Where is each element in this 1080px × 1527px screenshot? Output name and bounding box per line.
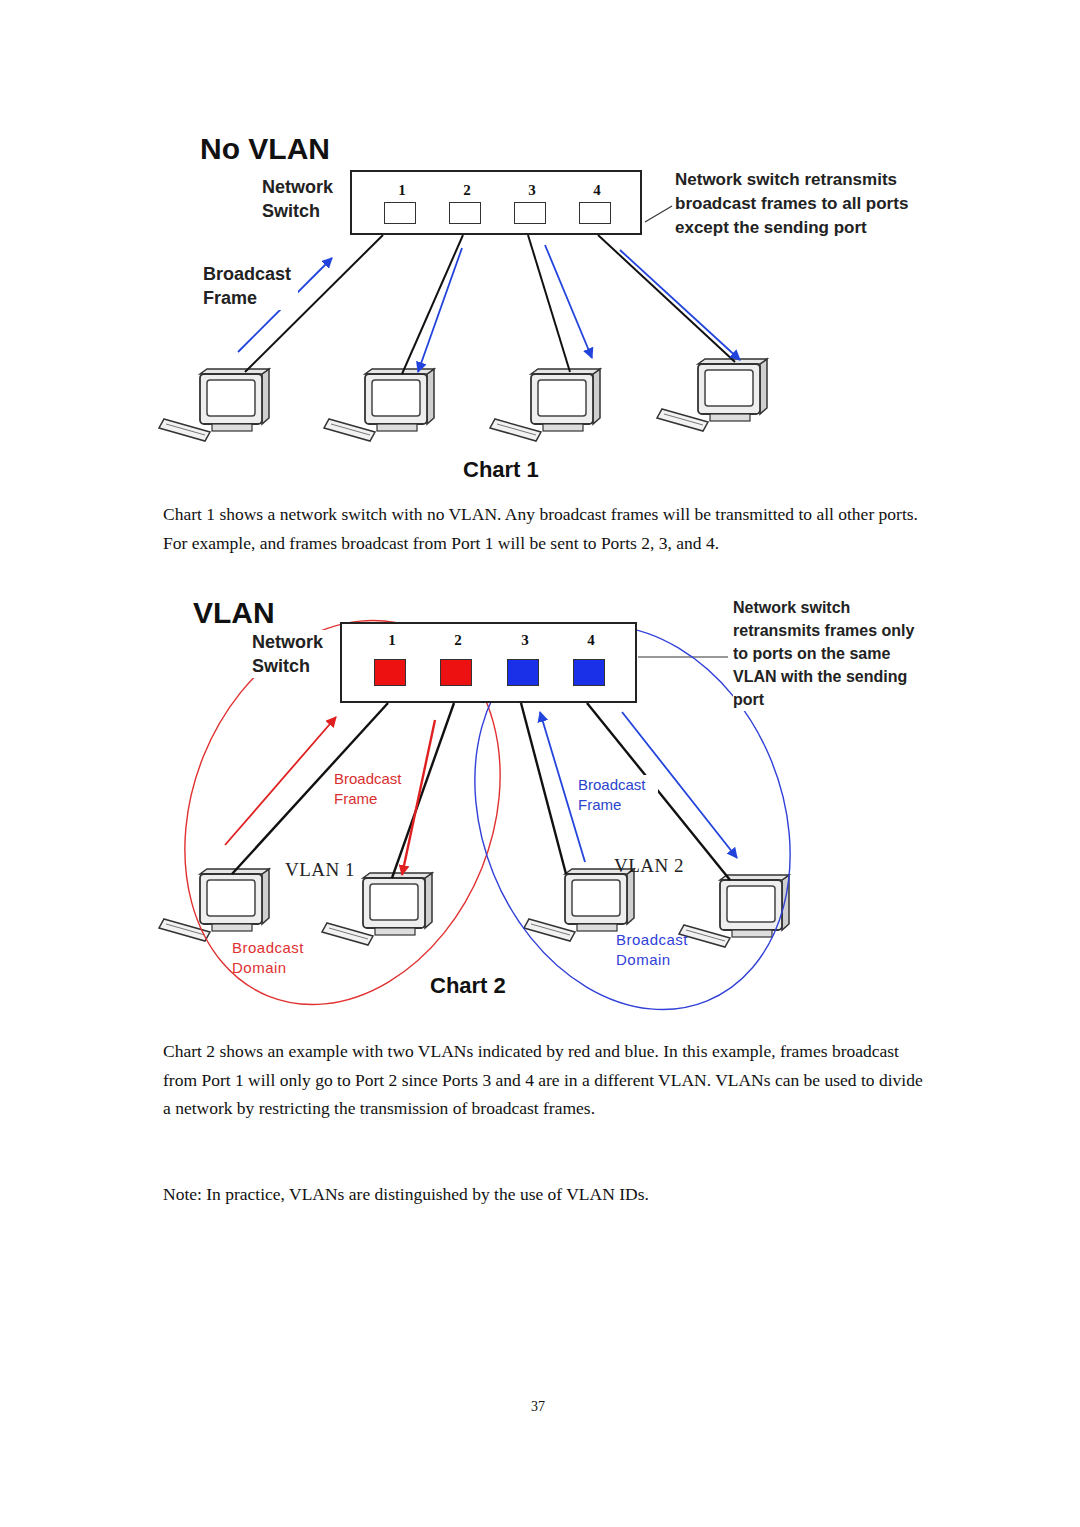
switch-port: 4 bbox=[579, 180, 615, 224]
broadcast-arrow bbox=[418, 248, 462, 372]
broadcast-arrow bbox=[620, 250, 740, 360]
switch-port: 2 bbox=[440, 630, 476, 686]
domain-label: Broadcast Domain bbox=[232, 938, 314, 978]
computer-icon bbox=[524, 869, 634, 941]
network-cable bbox=[521, 703, 566, 874]
arrow-label: Broadcast Frame bbox=[203, 262, 298, 310]
network-cable bbox=[402, 235, 463, 374]
arrow-label: Broadcast Frame bbox=[334, 769, 414, 809]
port-square bbox=[440, 659, 472, 686]
port-number: 4 bbox=[579, 180, 615, 200]
computer-icon bbox=[657, 359, 767, 431]
broadcast-arrow bbox=[545, 245, 592, 358]
computer-icon bbox=[322, 873, 432, 945]
port-square bbox=[374, 659, 406, 686]
body-paragraph: Chart 2 shows an example with two VLANs … bbox=[163, 1037, 923, 1123]
vlan-name: VLAN 2 bbox=[614, 856, 714, 876]
network-switch: Network Switch1234 bbox=[350, 170, 642, 235]
switch-port: 3 bbox=[507, 630, 543, 686]
port-number: 3 bbox=[514, 180, 550, 200]
switch-heading: Network Switch bbox=[252, 630, 334, 678]
switch-port: 1 bbox=[374, 630, 410, 686]
port-number: 2 bbox=[440, 630, 476, 650]
callout-note: Network switch retransmits broadcast fra… bbox=[675, 168, 915, 240]
port-square bbox=[507, 659, 539, 686]
callout-note: Network switch retransmits frames only t… bbox=[733, 596, 918, 711]
port-number: 4 bbox=[573, 630, 609, 650]
broadcast-arrow bbox=[225, 717, 336, 845]
network-switch: Network Switch1234 bbox=[340, 622, 637, 703]
chart-heading: No VLAN bbox=[200, 130, 330, 168]
leader-line bbox=[638, 656, 728, 657]
arrow-label: Broadcast Frame bbox=[578, 775, 658, 815]
port-square bbox=[384, 202, 416, 224]
switch-port: 4 bbox=[573, 630, 609, 686]
port-number: 3 bbox=[507, 630, 543, 650]
note-text: Note: In practice, VLANs are distinguish… bbox=[163, 1180, 923, 1209]
chart-heading: VLAN bbox=[193, 594, 275, 632]
chart-caption: Chart 1 bbox=[463, 456, 539, 484]
computer-icon bbox=[324, 369, 434, 441]
computer-icon bbox=[490, 369, 600, 441]
port-square bbox=[514, 202, 546, 224]
port-number: 1 bbox=[384, 180, 420, 200]
page-number: 37 bbox=[531, 1398, 545, 1416]
switch-port: 3 bbox=[514, 180, 550, 224]
computer-icon bbox=[159, 869, 269, 941]
body-paragraph: Chart 1 shows a network switch with no V… bbox=[163, 500, 923, 557]
port-square bbox=[449, 202, 481, 224]
network-cable bbox=[598, 235, 735, 362]
port-square bbox=[579, 202, 611, 224]
chart-caption: Chart 2 bbox=[430, 972, 506, 1000]
computer-icon bbox=[159, 369, 269, 441]
port-number: 1 bbox=[374, 630, 410, 650]
domain-ellipse bbox=[129, 573, 555, 1053]
switch-heading: Network Switch bbox=[262, 175, 344, 223]
port-square bbox=[573, 659, 605, 686]
switch-port: 1 bbox=[384, 180, 420, 224]
vlan-name: VLAN 1 bbox=[285, 860, 385, 880]
switch-port: 2 bbox=[449, 180, 485, 224]
port-number: 2 bbox=[449, 180, 485, 200]
domain-label: Broadcast Domain bbox=[616, 930, 698, 970]
leader-line bbox=[645, 206, 672, 222]
